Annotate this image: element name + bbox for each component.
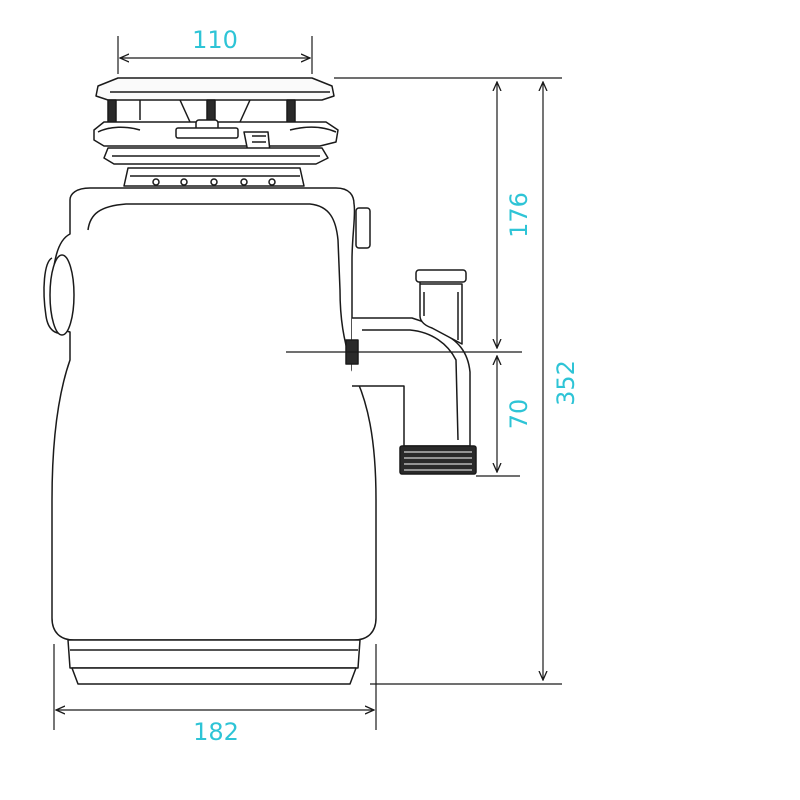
mounting-ring xyxy=(93,119,339,165)
body-shoulder xyxy=(69,187,355,205)
dishwasher-inlet xyxy=(43,254,75,336)
dimension-lines xyxy=(53,36,562,730)
reset-button xyxy=(355,207,371,249)
motor-neck xyxy=(123,167,305,187)
dim-label-110: 110 xyxy=(192,26,238,54)
dim-label-176: 176 xyxy=(505,192,533,238)
dim-label-70: 70 xyxy=(505,399,533,430)
dim-label-182: 182 xyxy=(193,718,239,746)
dim-label-352: 352 xyxy=(552,360,580,406)
body-shell xyxy=(51,200,377,641)
body-inner-contour xyxy=(87,203,351,361)
outlet-pipe xyxy=(345,269,477,475)
base-ring xyxy=(67,639,361,685)
disposer-unit xyxy=(43,77,477,685)
mounting-flange xyxy=(95,77,335,127)
dimension-labels: 110 176 70 352 182 xyxy=(192,26,580,746)
